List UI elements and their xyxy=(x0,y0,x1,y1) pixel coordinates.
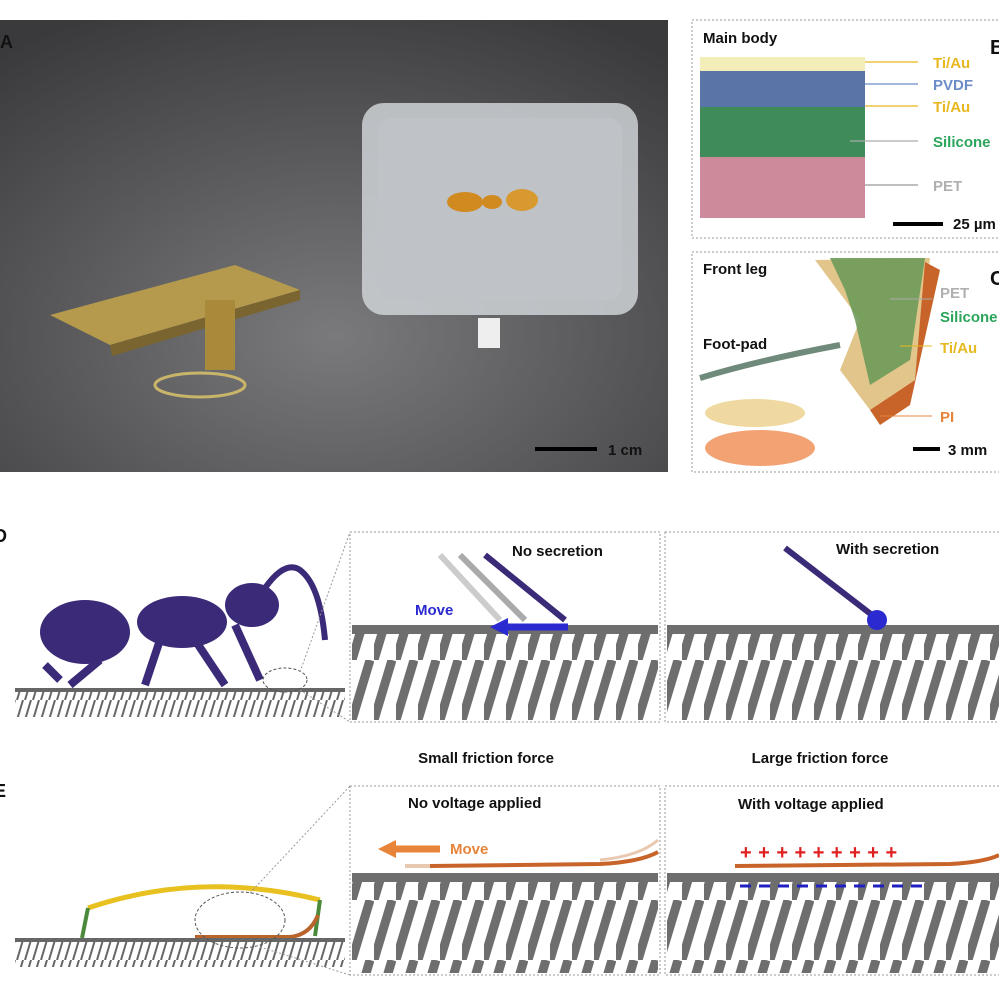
ant-in-resin xyxy=(362,103,638,348)
with-voltage-box: With voltage applied +++++++++ xyxy=(664,785,999,976)
layer-label: PI xyxy=(940,409,954,426)
scale-label-a: 1 cm xyxy=(608,442,642,459)
small-friction-label: Small friction force xyxy=(418,750,554,767)
layer-label: Ti/Au xyxy=(933,99,970,116)
secretion-droplet xyxy=(867,610,887,630)
panel-label-e: E xyxy=(0,781,6,801)
panel-c-subtitle: Foot-pad xyxy=(703,336,767,353)
layer-label: Ti/Au xyxy=(940,340,977,357)
no-voltage-box: No voltage applied Move xyxy=(349,785,661,976)
scale-label-c: 3 mm xyxy=(948,442,987,459)
layer-label: Ti/Au xyxy=(933,55,970,72)
positive-charges: +++++++++ xyxy=(740,842,904,864)
panel-b-title: Main body xyxy=(703,30,778,47)
layer-label: PET xyxy=(940,285,969,302)
with-secretion-title: With secretion xyxy=(836,541,939,558)
no-voltage-title: No voltage applied xyxy=(408,795,541,812)
panel-d: D No secretion Move With secretio xyxy=(0,526,999,723)
layer-label: PVDF xyxy=(933,77,973,94)
panel-label-d: D xyxy=(0,526,7,546)
layer-label: Silicone xyxy=(940,309,998,326)
ant-silhouette-icon xyxy=(40,564,328,689)
panel-c: Front leg Foot-pad C PET Silicone Ti/Au … xyxy=(691,251,999,473)
no-secretion-title: No secretion xyxy=(512,543,603,560)
scale-label-b: 25 µm xyxy=(953,216,996,233)
move-label: Move xyxy=(450,841,488,858)
panel-b: Main body B Ti/Au PVDF Ti/Au Silicone PE… xyxy=(691,19,999,239)
panel-label-a: A xyxy=(0,32,13,52)
panel-label-b: B xyxy=(990,37,999,59)
large-friction-label: Large friction force xyxy=(752,750,889,767)
sem-cross-section xyxy=(700,57,865,218)
layer-label: Silicone xyxy=(933,134,991,151)
with-voltage-title: With voltage applied xyxy=(738,796,884,813)
leg-exploded-view xyxy=(699,258,940,466)
panel-c-title: Front leg xyxy=(703,261,767,278)
panel-a-photo: A 1 cm xyxy=(0,20,668,472)
panel-e: E Small friction force Large friction fo… xyxy=(0,750,999,976)
panel-label-c: C xyxy=(990,268,999,290)
robot-side-view xyxy=(80,884,322,939)
with-secretion-box: With secretion xyxy=(664,531,999,723)
move-label: Move xyxy=(415,602,453,619)
robot-device xyxy=(50,265,300,399)
layer-label: PET xyxy=(933,178,962,195)
no-secretion-box: No secretion Move xyxy=(349,531,661,723)
